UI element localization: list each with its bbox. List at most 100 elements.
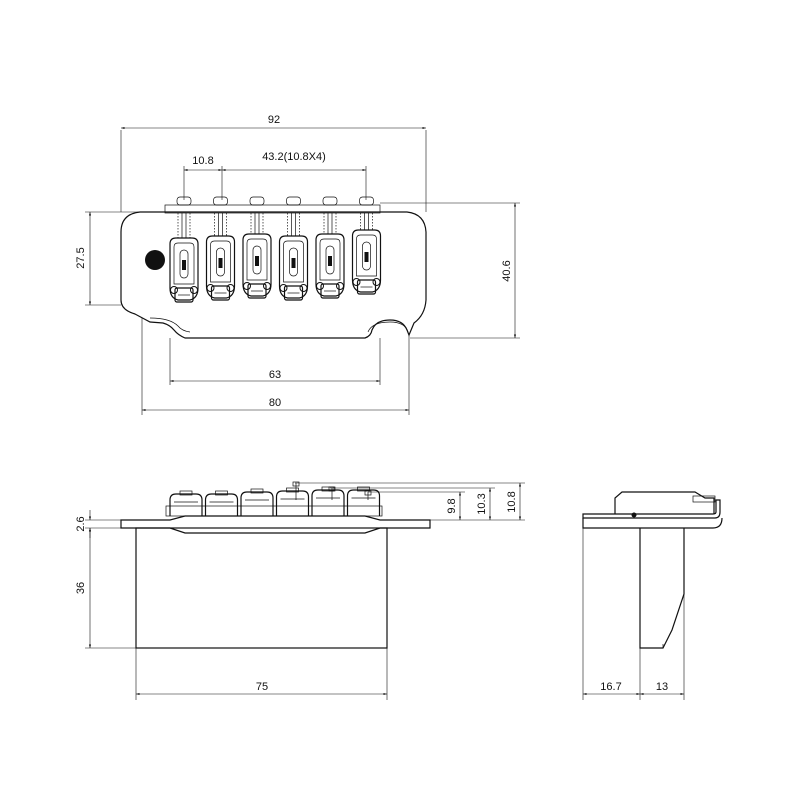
string-post <box>286 196 301 206</box>
saddle-slot-fill <box>291 258 296 268</box>
saddle <box>169 196 199 303</box>
plate-inner-line <box>149 317 191 333</box>
bridge-plate-outline <box>120 211 427 339</box>
saddle <box>351 196 382 295</box>
saddle-slot-fill <box>255 256 259 266</box>
saddle-base <box>174 287 194 303</box>
saddle-body <box>205 235 236 299</box>
dim-total-height: 40.6 <box>380 202 520 339</box>
dim-label: 2.6 <box>75 516 87 531</box>
saddles <box>169 196 382 303</box>
front-saddle-cap <box>179 490 193 496</box>
saddle-body <box>278 235 309 299</box>
dim-saddle-heights: 9.8 10.3 10.8 <box>295 482 525 521</box>
saddle-slot-fill <box>364 252 369 262</box>
saddle-base <box>283 285 304 301</box>
saddle-slot-fill <box>328 256 332 266</box>
front-saddle <box>275 487 310 516</box>
string-post <box>213 196 228 206</box>
saddle-base <box>247 283 267 299</box>
dim-label: 92 <box>268 114 280 126</box>
front-saddle-cap <box>357 486 370 492</box>
dim-label: 36 <box>75 582 87 594</box>
dim-body-height: 27.5 <box>75 211 140 306</box>
height-post-cap <box>364 490 372 496</box>
side-base-plate <box>582 499 721 519</box>
front-saddle-cap <box>250 488 264 494</box>
front-saddle-cap <box>215 490 228 496</box>
front-saddle-cap <box>286 487 299 493</box>
string-post <box>249 196 265 206</box>
string-post <box>322 196 338 206</box>
saddle-rail <box>164 204 381 214</box>
dim-plate-thickness: 2.6 <box>75 510 136 538</box>
dim-block-height: 36 <box>75 528 136 649</box>
top-view: 92 10.8 43.2(10.8X4) 27.5 40.6 <box>75 114 520 415</box>
height-post-cap <box>292 481 300 487</box>
dim-label: 10.3 <box>476 493 488 514</box>
side-block <box>639 528 685 649</box>
saddle-slot-fill <box>182 260 186 270</box>
front-saddles <box>169 481 381 516</box>
saddle-inner <box>356 234 377 277</box>
front-saddle-cap <box>321 486 335 492</box>
saddle-inner <box>319 238 341 281</box>
saddle-inner <box>210 240 231 283</box>
front-base-plate <box>120 515 431 534</box>
side-saddle <box>614 491 715 514</box>
saddle-body <box>169 237 199 301</box>
dim-label: 27.5 <box>75 247 87 268</box>
dim-label: 75 <box>256 681 268 693</box>
saddle-slot <box>289 247 298 277</box>
front-saddle-body <box>169 493 203 516</box>
dim-label: 80 <box>269 397 281 409</box>
mounting-hole <box>145 250 165 270</box>
dim-saddle-span: 43.2(10.8X4) <box>222 151 367 200</box>
front-saddle-body <box>311 489 345 516</box>
saddle-base <box>210 285 231 301</box>
side-saddle-screw <box>692 495 716 503</box>
front-saddle <box>204 490 239 516</box>
dim-front-block-width: 75 <box>135 648 388 700</box>
side-view: 16.7 13 <box>582 491 723 700</box>
saddle-slot <box>216 247 225 277</box>
saddle-slot <box>325 245 335 275</box>
saddle <box>278 196 309 301</box>
saddle-slot <box>362 241 371 271</box>
saddle-slot-fill <box>218 258 223 268</box>
saddle-slot <box>252 245 262 275</box>
front-saddle <box>169 490 203 516</box>
saddle-body <box>315 233 345 297</box>
front-saddle-body <box>240 491 274 516</box>
dim-label: 43.2(10.8X4) <box>262 151 326 163</box>
side-plate-bottom <box>582 517 723 529</box>
saddle <box>315 196 345 299</box>
height-post-cap <box>328 486 336 492</box>
front-saddle-body <box>204 493 239 516</box>
saddle-inner <box>283 240 304 283</box>
dim-label: 16.7 <box>600 681 621 693</box>
front-block <box>135 527 388 649</box>
saddle-base <box>320 283 340 299</box>
dim-label: 10.8 <box>506 491 518 512</box>
string-post <box>359 196 374 206</box>
front-saddle <box>240 488 274 516</box>
dim-label: 40.6 <box>501 260 513 281</box>
dim-overall-width: 92 <box>120 114 427 212</box>
saddle <box>205 196 236 301</box>
saddle <box>242 196 272 299</box>
saddle-base <box>356 279 377 295</box>
front-saddle-body <box>346 489 381 516</box>
side-screw-head <box>631 512 637 518</box>
saddle-body <box>242 233 272 297</box>
front-saddle-body <box>275 490 310 516</box>
saddle-body <box>351 229 382 293</box>
front-saddle <box>311 486 345 516</box>
dim-label: 10.8 <box>192 155 213 167</box>
plate-notch <box>367 321 409 333</box>
dim-saddle-first: 10.8 <box>183 155 223 200</box>
dim-label: 13 <box>656 681 668 693</box>
front-saddle <box>346 486 381 516</box>
dim-plate-width: 80 <box>141 318 410 415</box>
